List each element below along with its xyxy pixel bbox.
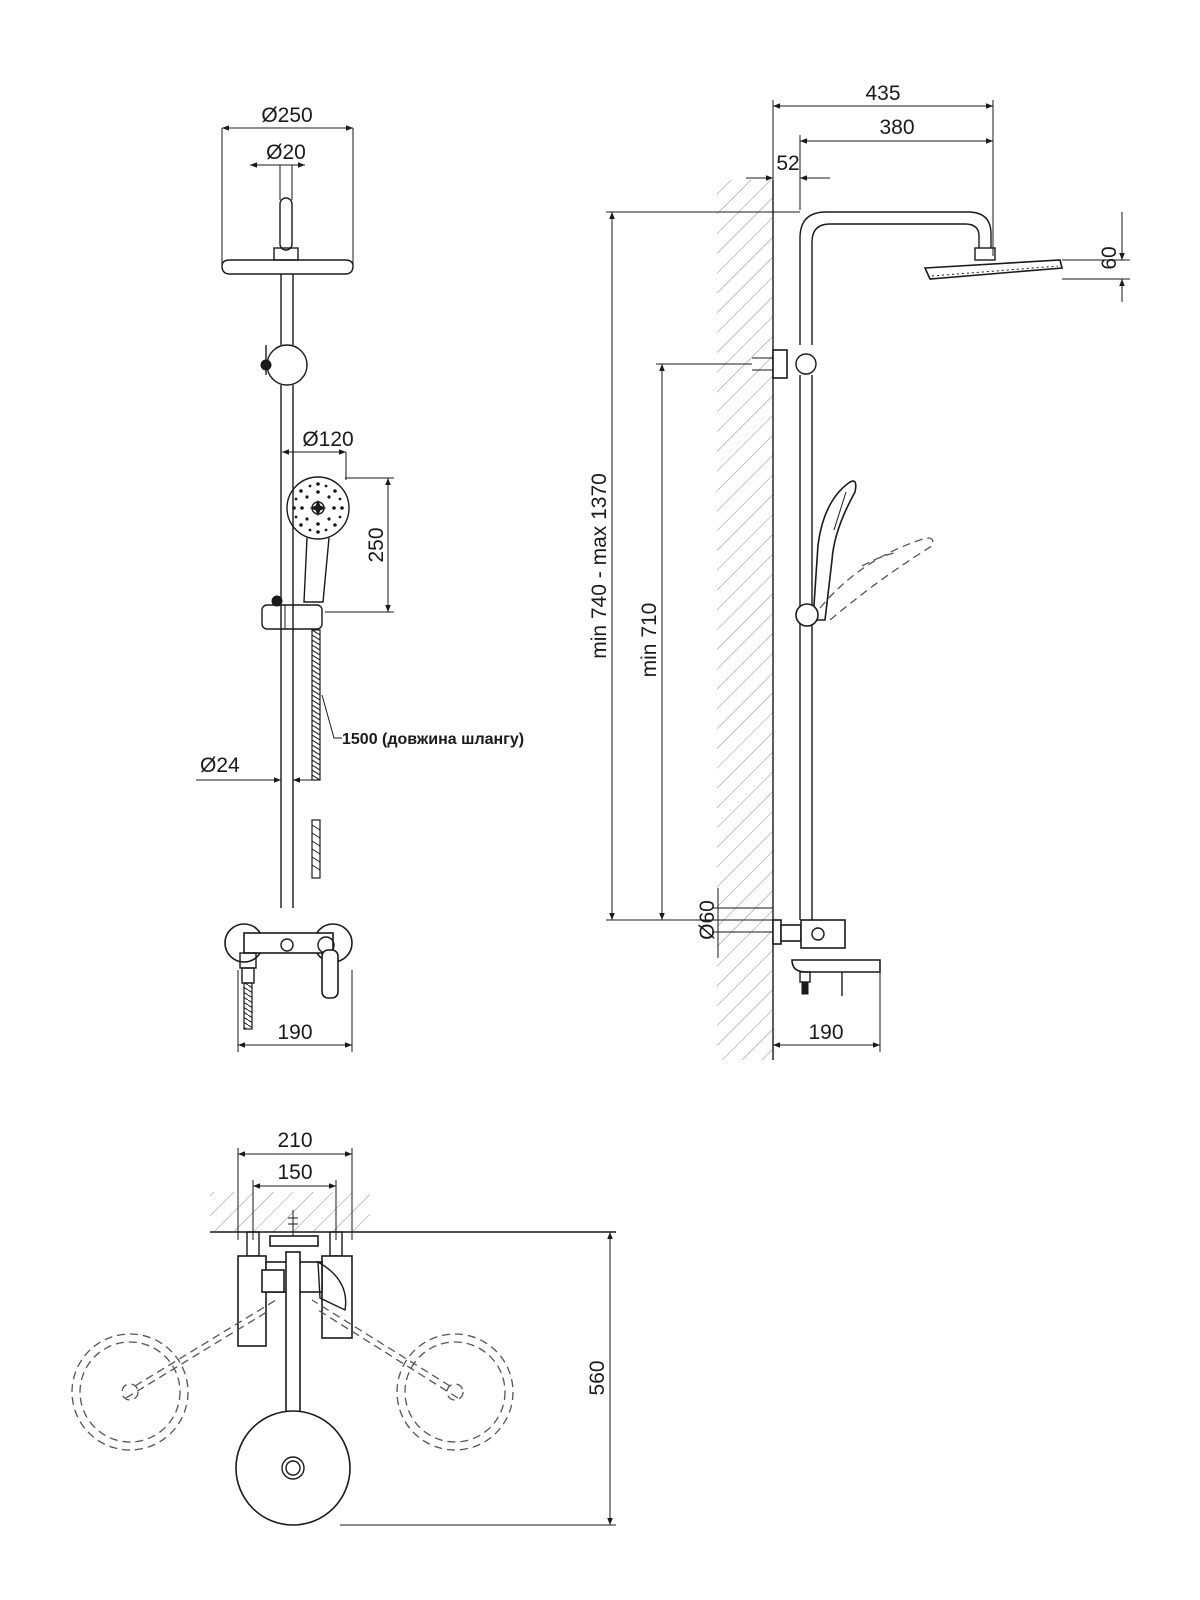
hand-shower-handle	[303, 537, 330, 603]
dim-escutcheon-diameter: Ø60	[696, 900, 719, 940]
shower-arm-side	[799, 211, 992, 345]
wall-hatch-top	[210, 1192, 370, 1232]
hose	[311, 629, 321, 879]
diverter-knob	[266, 344, 308, 386]
dim-wall-offset: 52	[776, 152, 799, 175]
dim-rail-diameter: Ø24	[200, 754, 240, 777]
hand-shower-side	[812, 480, 857, 621]
dim-hand-shower-diameter: Ø120	[302, 428, 353, 451]
hand-shower-swing-right	[396, 1333, 514, 1451]
wall-bracket	[772, 349, 788, 379]
wall-hatch	[717, 180, 773, 1060]
dim-spout-projection: 190	[808, 1021, 843, 1044]
note-hose-length: 1500 (довжина шлангу)	[342, 731, 524, 748]
bath-spout	[791, 959, 881, 973]
dim-column-height: min 740 - max 1370	[588, 473, 611, 659]
mixer-side	[772, 919, 881, 996]
dim-arm-diameter: Ø20	[266, 141, 306, 164]
side-view: 435 380 52 60	[588, 82, 1130, 1060]
dim-total-depth: 560	[586, 1360, 609, 1395]
dim-head-height: 60	[1098, 246, 1121, 269]
mixer-front	[224, 923, 353, 1030]
dim-mixer-width: 190	[277, 1021, 312, 1044]
overhead-shower-head	[221, 259, 354, 275]
overhead-head-top	[235, 1410, 351, 1526]
dim-hand-shower-length: 250	[365, 527, 388, 562]
dim-arm-reach: 380	[879, 116, 914, 139]
shower-arm	[279, 197, 293, 251]
mixer-lever	[321, 949, 339, 999]
hand-shower-nozzles	[292, 482, 344, 534]
front-view: Ø250 Ø20 Ø120	[196, 104, 524, 1052]
hand-shower-swing-left	[71, 1333, 189, 1451]
dim-total-reach: 435	[865, 82, 900, 105]
overhead-head-side	[923, 259, 1064, 280]
hand-shower-head	[286, 476, 350, 540]
dim-bracket-height: min 710	[638, 603, 661, 678]
top-view: 210 150 560	[71, 1129, 616, 1526]
dim-head-diameter: Ø250	[261, 104, 312, 127]
hand-shower-holder	[261, 604, 323, 630]
dim-outer-width: 210	[277, 1129, 312, 1152]
dim-connection-spacing: 150	[277, 1161, 312, 1184]
